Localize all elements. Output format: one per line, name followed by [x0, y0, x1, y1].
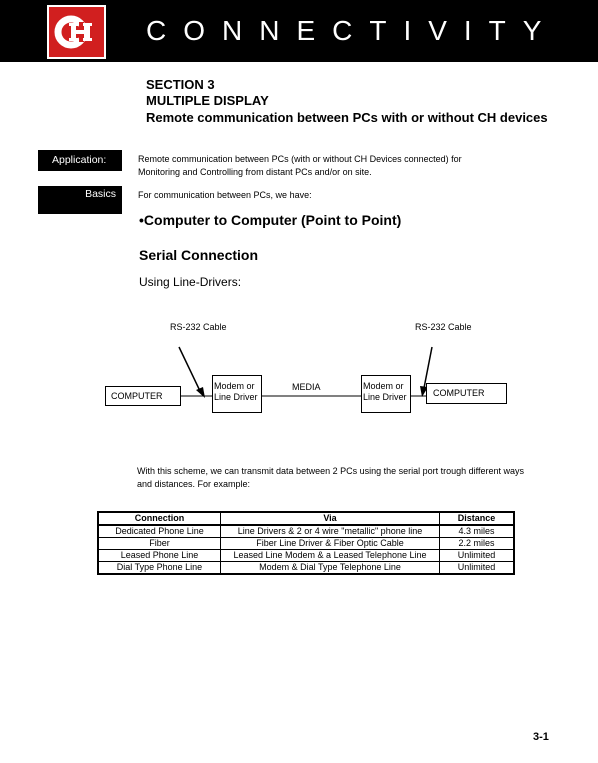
header-bar: CONNECTIVITY [0, 0, 598, 62]
rs232-cable-right-label: RS-232 Cable [415, 322, 472, 332]
table-cell-via: Line Drivers & 2 or 4 wire "metallic" ph… [220, 524, 440, 538]
table-row: Dial Type Phone Line Modem & Dial Type T… [97, 561, 515, 575]
ch-logo [47, 5, 106, 59]
modem-right-box: Modem or Line Driver [361, 375, 411, 413]
section-title: MULTIPLE DISPLAY [146, 93, 269, 108]
section-number: SECTION 3 [146, 77, 215, 92]
table-cell-distance: 4.3 miles [439, 524, 515, 538]
table-cell-via: Leased Line Modem & a Leased Telephone L… [220, 549, 440, 562]
modem-left-box: Modem or Line Driver [212, 375, 262, 413]
computer-right-box: COMPUTER [426, 383, 507, 404]
table-row: Fiber Fiber Line Driver & Fiber Optic Ca… [97, 537, 515, 550]
basics-label: Basics [38, 186, 122, 214]
modem-left-line1: Modem or [214, 381, 255, 391]
table-cell-distance: Unlimited [439, 561, 515, 575]
header-distance: Distance [439, 511, 515, 526]
computer-left-box: COMPUTER [105, 386, 181, 406]
brand-title: CONNECTIVITY [146, 15, 559, 46]
section-subtitle: Remote communication between PCs with or… [146, 110, 548, 125]
scheme-text-line1: With this scheme, we can transmit data b… [137, 466, 525, 476]
application-text-line2: Monitoring and Controlling from distant … [138, 166, 372, 177]
table-row: Leased Phone Line Leased Line Modem & a … [97, 549, 515, 562]
rs232-cable-left-label: RS-232 Cable [170, 322, 227, 332]
header-connection: Connection [97, 511, 221, 526]
application-label: Application: [38, 150, 122, 171]
modem-left-line2: Line Driver [214, 392, 258, 402]
table-cell-connection: Dial Type Phone Line [97, 561, 221, 575]
table-cell-via: Modem & Dial Type Telephone Line [220, 561, 440, 575]
application-text-line1: Remote communication between PCs (with o… [138, 154, 462, 164]
scheme-text-line2: and distances. For example: [137, 478, 251, 489]
arrow-right-shaft [423, 346, 433, 389]
modem-right-line2: Line Driver [363, 392, 407, 402]
distance-table: Connection Via Distance Dedicated Phone … [97, 511, 515, 575]
table-cell-connection: Dedicated Phone Line [97, 524, 221, 538]
page-number: 3-1 [533, 731, 549, 743]
table-cell-via: Fiber Line Driver & Fiber Optic Cable [220, 537, 440, 550]
application-text: Remote communication between PCs (with o… [138, 153, 462, 178]
arrow-left-shaft [178, 346, 201, 392]
serial-connection-heading: Serial Connection [139, 247, 259, 263]
table-header-row: Connection Via Distance [97, 511, 515, 526]
point-to-point-bullet: •Computer to Computer (Point to Point) [139, 212, 402, 228]
header-via: Via [220, 511, 440, 526]
arrow-left-head [196, 387, 205, 398]
modem-right-line1: Modem or [363, 381, 404, 391]
using-line-drivers: Using Line-Drivers: [139, 275, 242, 289]
table-row: Dedicated Phone Line Line Drivers & 2 or… [97, 524, 515, 538]
computer-right-label: COMPUTER [433, 388, 485, 398]
table-cell-connection: Leased Phone Line [97, 549, 221, 562]
table-cell-distance: Unlimited [439, 549, 515, 562]
media-label: MEDIA [292, 382, 321, 392]
basics-text: For communication between PCs, we have: [138, 190, 312, 200]
computer-left-label: COMPUTER [111, 391, 163, 401]
table-cell-distance: 2.2 miles [439, 537, 515, 550]
ch-logo-icon [54, 15, 92, 49]
scheme-text: With this scheme, we can transmit data b… [137, 465, 524, 490]
table-cell-connection: Fiber [97, 537, 221, 550]
